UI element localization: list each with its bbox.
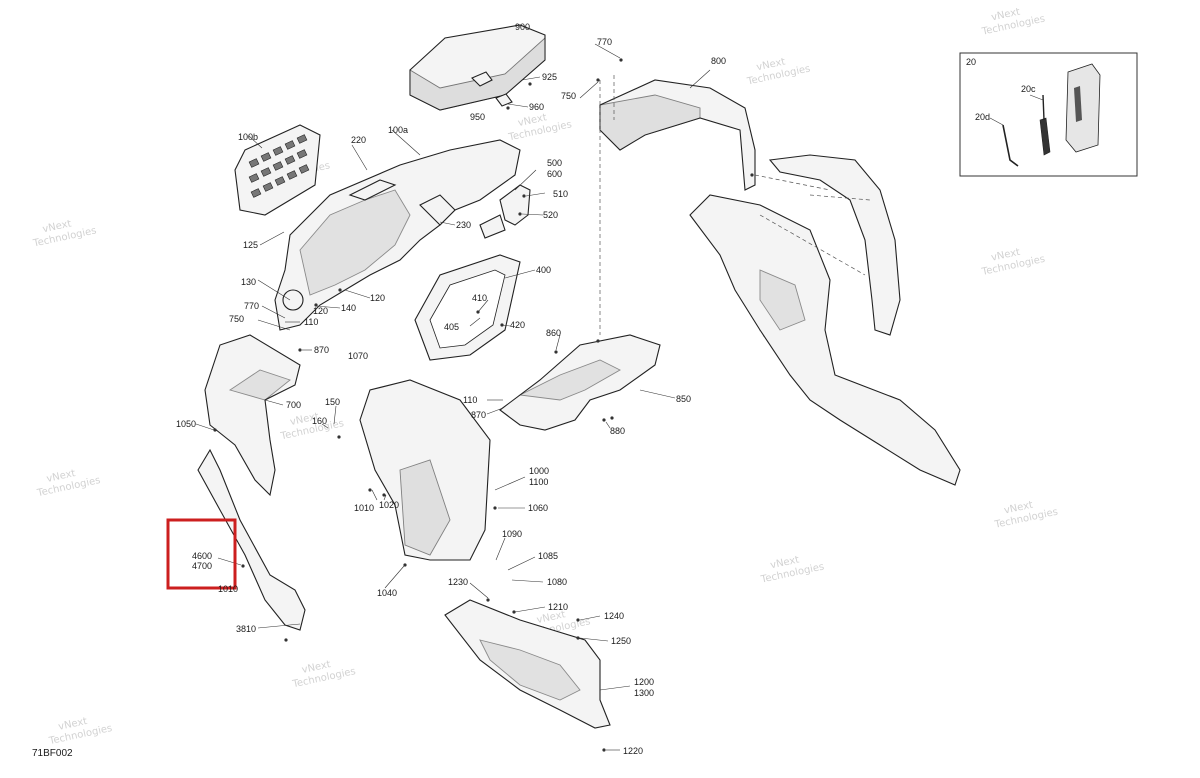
part-floor-panel[interactable] (499, 334, 661, 431)
callout-520: 520 (543, 210, 558, 220)
callout-770: 770 (244, 301, 259, 311)
callout-860: 860 (546, 328, 561, 338)
callout-4700: 4700 (192, 561, 212, 571)
callout-850: 850 (676, 394, 691, 404)
callout-20: 20 (966, 57, 976, 67)
part-upper-cover[interactable] (596, 58, 756, 191)
callout-1040: 1040 (377, 588, 397, 598)
part-frame[interactable] (414, 254, 521, 361)
callout-600: 600 (547, 169, 562, 179)
tool-kit-inset[interactable] (959, 52, 1138, 177)
callout-960: 960 (529, 102, 544, 112)
callout-400: 400 (536, 265, 551, 275)
callout-1230: 1230 (448, 577, 468, 587)
callout-510: 510 (553, 189, 568, 199)
part-sill-panel[interactable] (444, 598, 611, 752)
callout-labels: 900 925 960 950 770 750 800 100b 100a 22… (176, 22, 1036, 756)
part-lower-trim-4600[interactable] (197, 448, 306, 642)
callout-1240: 1240 (604, 611, 624, 621)
callout-925: 925 (542, 72, 557, 82)
callout-110: 110 (463, 395, 477, 405)
diagram-code: 71BF002 (32, 748, 73, 759)
assembly-lines (599, 75, 871, 335)
highlight-box (166, 518, 237, 590)
callout-20c: 20c (1021, 84, 1036, 94)
callout-1060: 1060 (528, 503, 548, 513)
callout-220: 220 (351, 135, 366, 145)
callout-100a: 100a (388, 125, 408, 135)
callout-1000: 1000 (529, 466, 549, 476)
callout-4600: 4600 (192, 551, 212, 561)
callout-140: 140 (341, 303, 356, 313)
part-dashboard[interactable] (274, 139, 521, 331)
callout-800: 800 (711, 56, 726, 66)
part-side-cage-right[interactable] (689, 154, 961, 486)
callout-750: 750 (561, 91, 576, 101)
callout-130: 130 (241, 277, 256, 287)
callout-1010: 1010 (354, 503, 374, 513)
callout-1070: 1070 (348, 351, 368, 361)
callout-20d: 20d (975, 112, 990, 122)
callout-1100: 1100 (529, 477, 548, 487)
leader-lines (195, 43, 711, 751)
callout-1220: 1220 (623, 746, 643, 756)
callout-700: 700 (286, 400, 301, 410)
callout-880: 880 (610, 426, 625, 436)
callout-1090: 1090 (502, 529, 522, 539)
callout-410: 410 (472, 293, 487, 303)
callout-1210: 1210 (548, 602, 568, 612)
callout-3810: 3810 (236, 624, 256, 634)
callout-750: 750 (229, 314, 244, 324)
callout-870: 870 (471, 410, 486, 420)
callout-110: 110 (304, 317, 318, 327)
callout-870: 870 (314, 345, 329, 355)
callout-1050: 1050 (176, 419, 196, 429)
callout-1010: 1010 (218, 584, 238, 594)
callout-900: 900 (515, 22, 530, 32)
callout-120: 120 (370, 293, 385, 303)
callout-1020: 1020 (379, 500, 399, 510)
part-side-panel-left[interactable] (204, 334, 302, 497)
callout-770: 770 (597, 37, 612, 47)
callout-1085: 1085 (538, 551, 558, 561)
callout-1200: 1200 (634, 677, 654, 687)
callout-120: 120 (313, 306, 328, 316)
callout-160: 160 (312, 416, 327, 426)
callout-230: 230 (456, 220, 471, 230)
callout-150: 150 (325, 397, 340, 407)
callout-1250: 1250 (611, 636, 631, 646)
callout-405: 405 (444, 322, 459, 332)
callout-1080: 1080 (547, 577, 567, 587)
part-grille-panel[interactable] (234, 124, 321, 216)
callout-420: 420 (510, 320, 525, 330)
part-glovebox-lid[interactable] (409, 24, 546, 111)
part-door-panel[interactable] (337, 379, 497, 567)
callout-1300: 1300 (634, 688, 654, 698)
callout-125: 125 (243, 240, 258, 250)
callout-950: 950 (470, 112, 485, 122)
callout-100b: 100b (238, 132, 258, 142)
callout-500: 500 (547, 158, 562, 168)
